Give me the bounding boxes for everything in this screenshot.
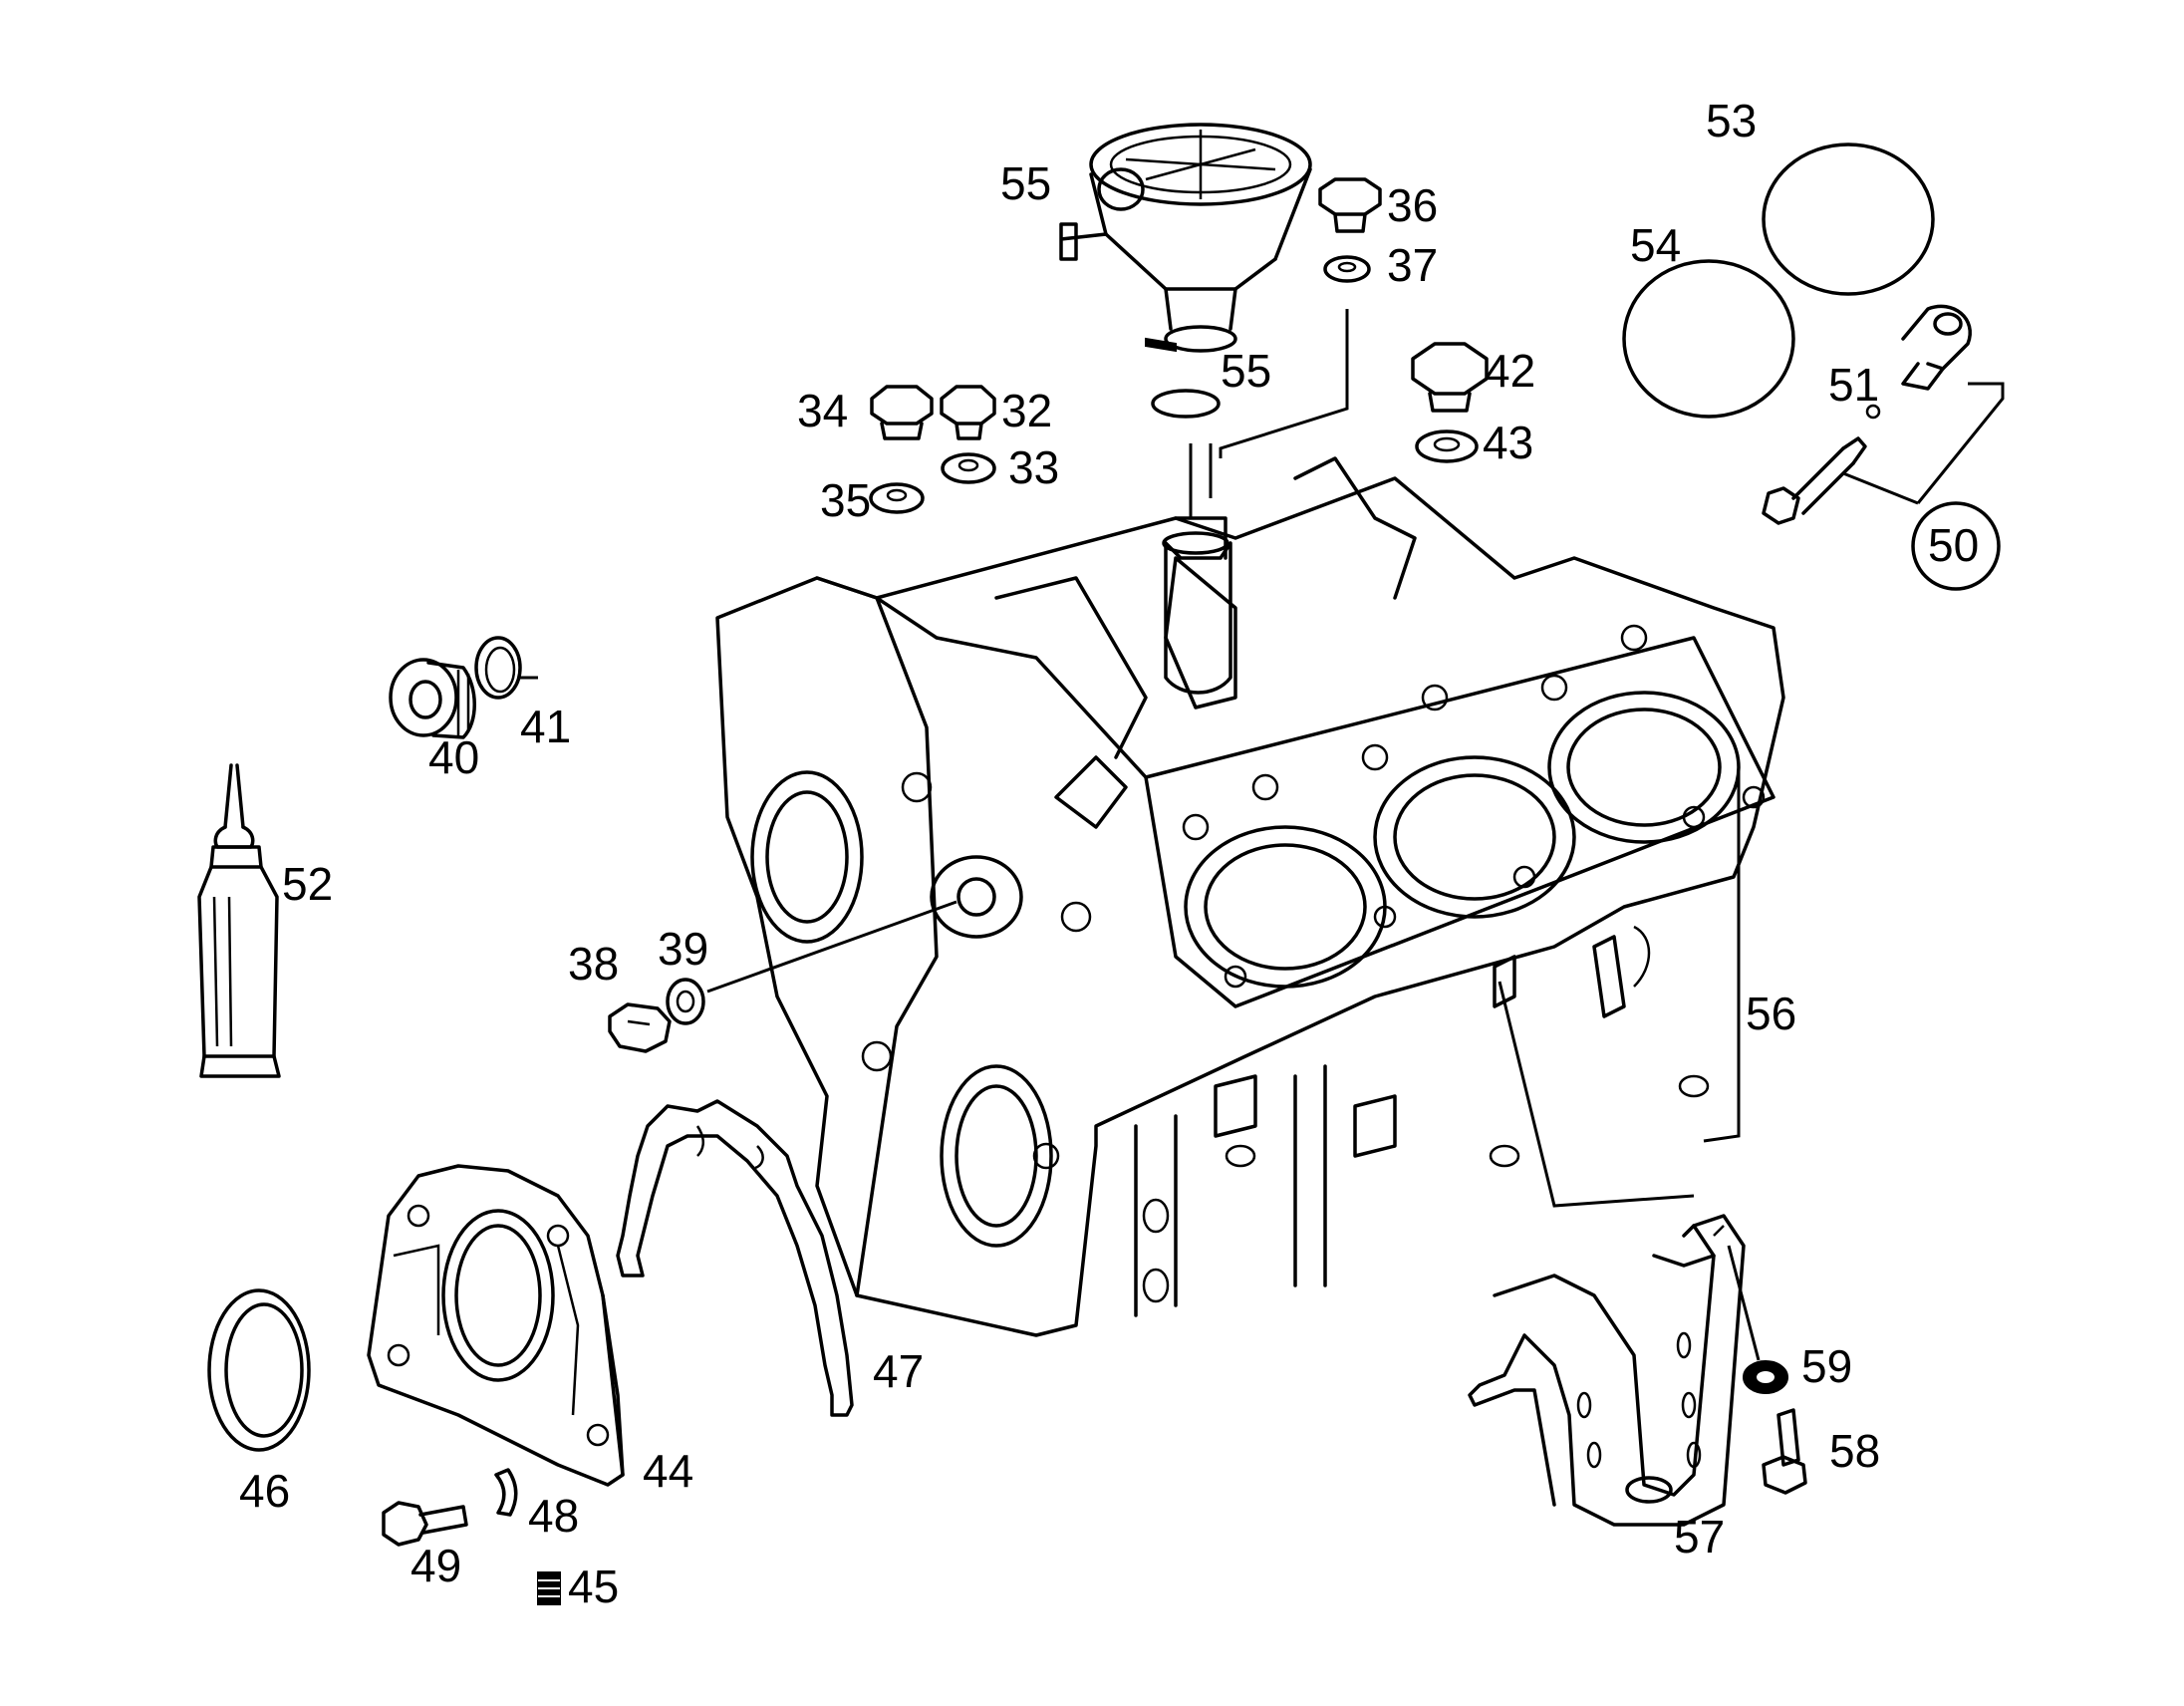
bolt-58 [1762,1408,1807,1495]
engine-block [715,456,1785,1337]
o-ring-54 [1622,259,1795,419]
callout-43: 43 [1483,417,1533,468]
plug-40 [389,658,476,739]
callout-51: 51 [1828,359,1879,411]
callout-37: 37 [1387,239,1438,291]
callout-35: 35 [820,474,871,526]
leader-59 [1727,1245,1761,1361]
leader-37 [1219,309,1349,458]
seal-41 [474,636,538,700]
callout-45: 45 [568,1561,619,1612]
callout-46: 46 [239,1465,290,1517]
callout-33: 33 [1008,441,1059,493]
callout-55-top: 55 [1000,157,1051,209]
callout-47: 47 [873,1345,924,1397]
leader-50 [1842,382,2005,505]
leader-56 [1703,767,1741,1143]
callout-55-lower: 55 [1221,345,1271,397]
oil-filler-neck [1162,516,1232,695]
washer-35 [869,482,925,514]
callout-49: 49 [410,1540,461,1591]
plug-36 [1318,177,1382,233]
leader-57 [1498,981,1695,1208]
breather-leader-lines [1189,443,1213,518]
callout-53: 53 [1706,95,1757,146]
callout-labels: 55 36 37 55 42 43 34 32 33 35 53 54 51 5… [239,95,1979,1612]
callout-52: 52 [282,858,333,910]
breather-assembly [1059,123,1312,419]
callout-54: 54 [1630,219,1681,271]
plug-32 [940,385,996,440]
banjo-fitting [1901,304,1972,391]
seal-ring-46 [207,1288,311,1452]
gasket-47 [616,1099,854,1417]
washer-37 [1323,255,1371,283]
o-ring-53 [1762,142,1935,296]
callout-59: 59 [1801,1340,1852,1392]
plug-34 [870,385,934,440]
callout-circle-50 [1911,501,2001,591]
callout-38: 38 [568,938,619,990]
callout-58: 58 [1829,1425,1880,1477]
clip-48 [494,1468,518,1517]
callout-34: 34 [797,385,848,436]
spring-45 [537,1571,561,1605]
nut-59 [1743,1360,1788,1394]
plug-38 [608,1002,672,1053]
engine-mount-57 [1468,1214,1746,1527]
callout-32: 32 [1001,385,1052,436]
banjo-bolt [1762,436,1867,525]
callout-39: 39 [658,923,708,975]
callout-50: 50 [1928,519,1979,571]
bolt-49 [382,1501,468,1547]
callout-36: 36 [1387,179,1438,231]
callout-42: 42 [1485,345,1535,397]
sealant-tube-52 [197,763,281,1078]
rear-cover-44 [367,1164,625,1487]
callout-44: 44 [643,1445,693,1497]
washer-39 [666,978,705,1025]
washer-33 [941,452,996,484]
plug-42 [1411,342,1489,413]
leader-39 [706,900,957,994]
callout-41: 41 [520,701,571,752]
washer-43 [1415,429,1479,463]
callout-40: 40 [428,731,479,783]
callout-56: 56 [1746,988,1796,1039]
callout-48: 48 [528,1490,579,1542]
callout-57: 57 [1674,1511,1725,1563]
o-ring-51 [1865,404,1881,420]
